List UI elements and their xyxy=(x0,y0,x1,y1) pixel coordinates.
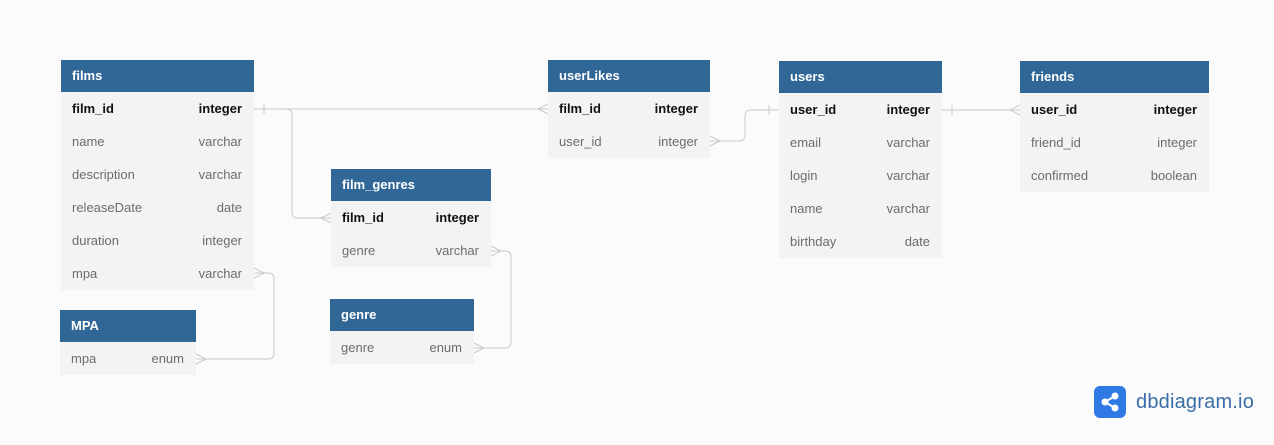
rel-many-marker xyxy=(709,135,722,147)
column-name: genre xyxy=(342,243,376,258)
column-row[interactable]: mpa varchar xyxy=(61,257,254,290)
column-type: integer xyxy=(202,233,242,248)
column-row[interactable]: birthday date xyxy=(779,225,942,258)
column-type: varchar xyxy=(886,135,930,150)
table-users[interactable]: users user_id integer email varchar login v… xyxy=(779,61,942,258)
column-row[interactable]: releaseDate date xyxy=(61,191,254,224)
column-row[interactable]: film_id integer xyxy=(548,92,710,125)
rel-many-marker xyxy=(319,212,332,224)
brand-watermark: dbdiagram.io xyxy=(1094,386,1254,418)
column-row[interactable]: mpa enum xyxy=(60,342,196,375)
table-film-genres[interactable]: film_genres film_id integer genre varchar xyxy=(331,169,491,267)
column-row[interactable]: genre enum xyxy=(330,331,474,364)
column-row[interactable]: login varchar xyxy=(779,159,942,192)
column-name: duration xyxy=(72,233,119,248)
column-row[interactable]: name varchar xyxy=(61,125,254,158)
column-type: enum xyxy=(429,340,462,355)
column-name: film_id xyxy=(72,101,114,116)
column-type: varchar xyxy=(886,168,930,183)
table-header[interactable]: users xyxy=(779,61,942,93)
table-header[interactable]: userLikes xyxy=(548,60,710,92)
column-name: email xyxy=(790,135,822,150)
column-type: integer xyxy=(654,101,698,116)
column-name: user_id xyxy=(1031,102,1078,117)
table-header[interactable]: friends xyxy=(1020,61,1209,93)
column-name: friend_id xyxy=(1031,135,1081,150)
column-name: user_id xyxy=(559,134,602,149)
column-type: integer xyxy=(435,210,479,225)
column-row[interactable]: genre varchar xyxy=(331,234,491,267)
column-name: description xyxy=(72,167,135,182)
column-type: date xyxy=(216,200,242,215)
table-mpa[interactable]: MPA mpa enum xyxy=(60,310,196,375)
column-type: integer xyxy=(886,102,930,117)
column-row[interactable]: email varchar xyxy=(779,126,942,159)
column-name: mpa xyxy=(71,351,97,366)
rel-films-film-genres[interactable] xyxy=(254,108,331,219)
column-type: integer xyxy=(1153,102,1197,117)
column-name: genre xyxy=(341,340,375,355)
share-nodes-icon xyxy=(1094,386,1126,418)
table-header[interactable]: film_genres xyxy=(331,169,491,201)
rel-many-marker xyxy=(1008,104,1021,116)
column-type: integer xyxy=(198,101,242,116)
column-type: varchar xyxy=(886,201,930,216)
column-row[interactable]: user_id integer xyxy=(779,93,942,126)
column-row[interactable]: description varchar xyxy=(61,158,254,191)
rel-many-marker xyxy=(473,342,486,354)
column-type: varchar xyxy=(435,243,479,258)
table-header[interactable]: genre xyxy=(330,299,474,331)
column-name: name xyxy=(72,134,105,149)
column-row[interactable]: film_id integer xyxy=(61,92,254,125)
column-name: login xyxy=(790,168,818,183)
column-name: film_id xyxy=(342,210,384,225)
column-name: confirmed xyxy=(1031,168,1089,183)
column-name: film_id xyxy=(559,101,601,116)
column-name: birthday xyxy=(790,234,837,249)
column-row[interactable]: confirmed boolean xyxy=(1020,159,1209,192)
column-type: integer xyxy=(658,134,698,149)
table-header[interactable]: MPA xyxy=(60,310,196,342)
brand-name: dbdiagram.io xyxy=(1136,390,1255,413)
column-name: releaseDate xyxy=(72,200,143,215)
column-type: date xyxy=(904,234,930,249)
column-name: name xyxy=(790,201,823,216)
column-type: enum xyxy=(151,351,184,366)
column-type: boolean xyxy=(1150,168,1197,183)
column-type: integer xyxy=(1157,135,1197,150)
rel-many-marker xyxy=(490,245,503,257)
column-row[interactable]: duration integer xyxy=(61,224,254,257)
column-type: varchar xyxy=(198,134,242,149)
rel-many-marker xyxy=(253,267,266,279)
column-row[interactable]: friend_id integer xyxy=(1020,126,1209,159)
column-row[interactable]: user_id integer xyxy=(1020,93,1209,126)
column-name: user_id xyxy=(790,102,837,117)
column-name: mpa xyxy=(72,266,98,281)
rel-many-marker xyxy=(195,353,208,365)
column-type: varchar xyxy=(198,266,242,281)
table-header[interactable]: films xyxy=(61,60,254,92)
column-row[interactable]: user_id integer xyxy=(548,125,710,158)
rel-users-userlikes[interactable] xyxy=(710,109,779,142)
table-genre[interactable]: genre genre enum xyxy=(330,299,474,364)
column-row[interactable]: film_id integer xyxy=(331,201,491,234)
rel-many-marker xyxy=(536,103,549,115)
column-type: varchar xyxy=(198,167,242,182)
column-row[interactable]: name varchar xyxy=(779,192,942,225)
